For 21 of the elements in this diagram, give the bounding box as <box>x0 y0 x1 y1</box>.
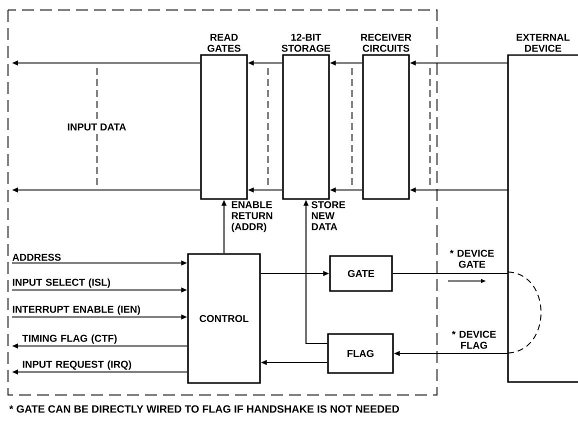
node-label: READ GATES <box>208 34 240 52</box>
process-box: CONTROL <box>187 253 261 384</box>
edge-label: TIMING FLAG (CTF) <box>22 334 117 344</box>
edge-label: INTERRUPT ENABLE (IEN) <box>12 305 140 315</box>
edge-label: STORE NEW DATA <box>311 201 346 230</box>
block: READ GATES <box>200 34 248 200</box>
block: 12-BIT STORAGE <box>282 34 330 200</box>
edge-label: INPUT REQUEST (IRQ) <box>22 360 132 370</box>
node-label: 12-BIT STORAGE <box>282 34 330 52</box>
device-box: EXTERNAL DEVICE <box>507 34 578 383</box>
edge-label: ENABLE RETURN (ADDR) <box>232 201 272 232</box>
process-box: GATE <box>329 255 393 292</box>
edge-label: * DEVICE GATE <box>450 250 494 268</box>
block: RECEIVER CIRCUITS <box>361 34 412 200</box>
edge-label: INPUT SELECT (ISL) <box>12 278 110 288</box>
bus-label: INPUT DATA <box>66 122 128 132</box>
edge-label: * DEVICE FLAG <box>452 330 496 349</box>
footnote: * GATE CAN BE DIRECTLY WIRED TO FLAG IF HANDSHAKE IS NOT NEEDED <box>8 404 400 414</box>
process-box: FLAG <box>327 333 394 374</box>
node-label: RECEIVER CIRCUITS <box>361 34 412 52</box>
edge-label: ADDRESS <box>12 254 61 261</box>
